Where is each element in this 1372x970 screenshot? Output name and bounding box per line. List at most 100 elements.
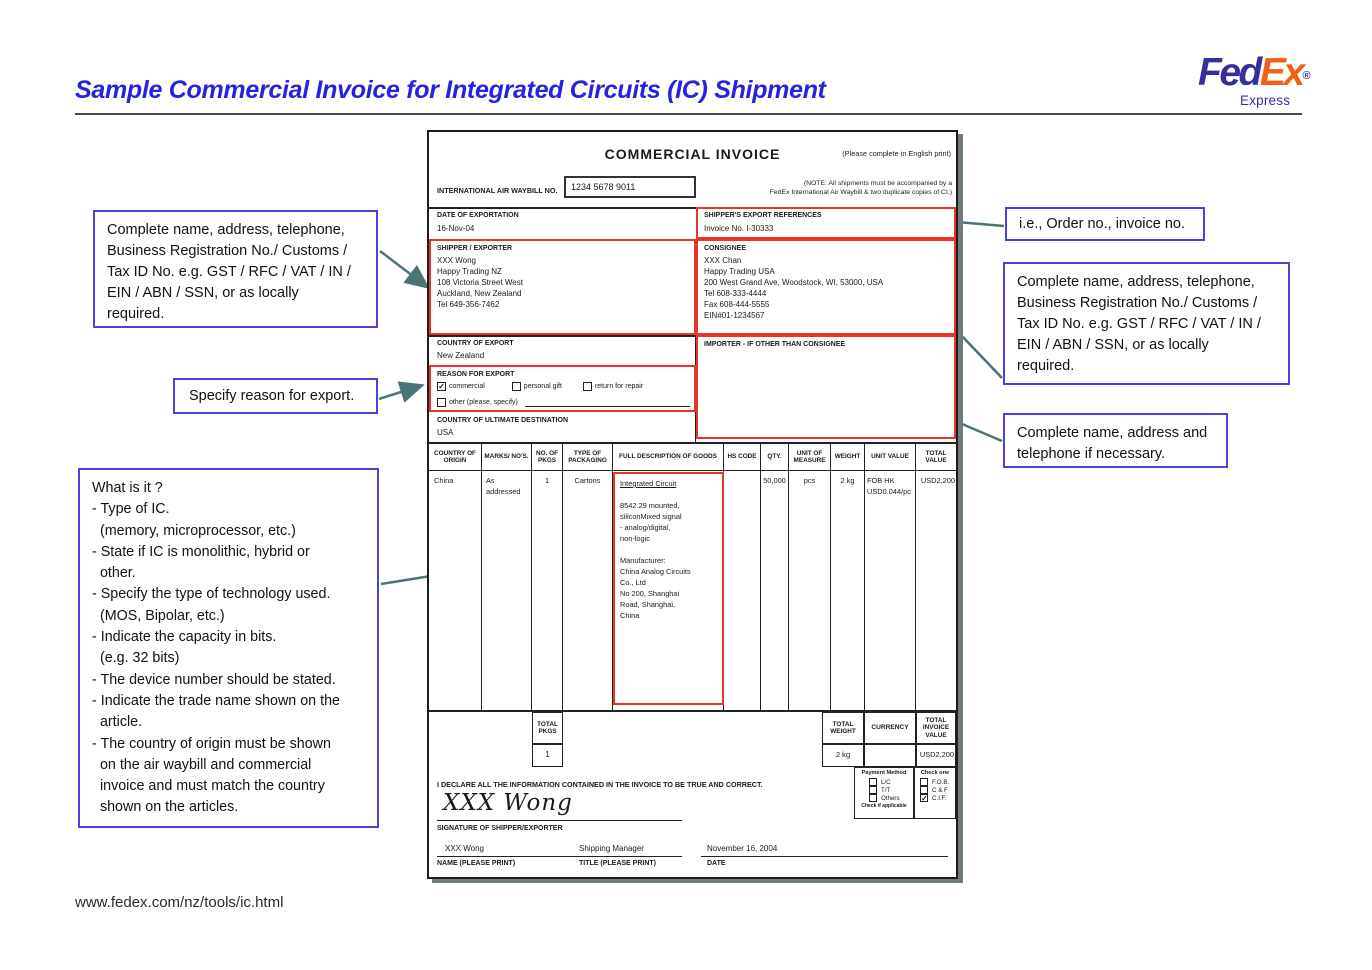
signature: XXX Wong [443,790,573,816]
total-invoice-value: USD2,200 [916,744,956,767]
col-header-description: FULL DESCRIPTION OF GOODS [613,444,724,470]
cell-type-of-packaging: Cartons [563,471,613,710]
checkbox-cif[interactable]: ✓ [920,794,928,803]
checkbox-tt-label: T/T [881,786,891,794]
section-divider [429,335,956,337]
description-manufacturer: Manufacturer: China Analog Circuits Co.,… [620,556,691,620]
section-divider [429,207,956,209]
fedex-logo-fed: Fed [1198,51,1262,94]
awb-label: INTERNATIONAL AIR WAYBILL NO. [437,186,558,195]
col-header-country-of-origin: COUNTRY OF ORIGIN [429,444,482,470]
date-value: November 16, 2004 [707,844,778,853]
other-specify-line[interactable] [524,399,690,407]
fedex-logo-ex: Ex [1259,51,1305,94]
col-header-unit-value: UNIT VALUE [865,444,916,470]
export-references-label: SHIPPER'S EXPORT REFERENCES [704,212,822,219]
cell-qty: 50,000 [761,471,789,710]
total-invoice-value-label: TOTAL INVOICE VALUE [916,712,956,744]
shipper-cell: SHIPPER / EXPORTER XXX Wong Happy Tradin… [429,239,696,335]
payment-method-box: Payment Method L/C T/T Others Check if a… [854,767,914,819]
signature-label: SIGNATURE OF SHIPPER/EXPORTER [437,825,563,832]
callout-what-is-it: What is it ? - Type of IC. (memory, micr… [78,468,379,828]
table-bottom-border [429,710,956,712]
checkbox-cif-label: C.I.F. [932,794,947,802]
commercial-invoice-sheet: COMMERCIAL INVOICE (Please complete in E… [427,130,958,879]
declaration-text: I DECLARE ALL THE INFORMATION CONTAINED … [437,780,763,789]
consignee-cell: CONSIGNEE XXX Chan Happy Trading USA 200… [696,239,956,335]
date-of-exportation-cell: DATE OF EXPORTATION 16-Nov-04 [429,207,696,239]
check-one-box: Check one F.O.B. C & F ✓ C.I.F. [914,767,956,819]
invoice-title: COMMERCIAL INVOICE [604,146,781,162]
col-header-total-value: TOTAL VALUE [925,449,947,465]
date-of-exportation-label: DATE OF EXPORTATION [437,212,519,219]
currency-value[interactable] [864,744,916,767]
callout-shipper-info: Complete name, address, telephone, Busin… [93,210,378,328]
cell-hs-code [724,471,761,710]
arrow-to-reason [378,381,425,403]
cell-no-of-pkgs: 1 [532,471,563,710]
callout-reason-for-export: Specify reason for export. [173,378,378,414]
cell-weight: 2 kg [831,471,865,710]
checkbox-return-for-repair[interactable] [582,382,592,391]
table-top-border [429,442,956,444]
checkbox-other[interactable] [437,398,446,407]
checkbox-cf[interactable] [920,786,928,794]
arrow-to-shipper [379,250,430,290]
checkbox-commercial[interactable]: ✓ [437,382,446,391]
export-references-value: Invoice No. I-30333 [704,224,774,233]
signature-line [437,820,682,821]
name-title-line [437,856,682,857]
checkbox-cf-label: C & F [932,786,948,794]
checkbox-fob[interactable] [920,778,928,786]
checkbox-tt[interactable] [869,786,877,794]
checkbox-return-for-repair-label: return for repair [594,383,644,390]
consignee-address: XXX Chan Happy Trading USA 200 West Gran… [704,256,884,320]
footer-url: www.fedex.com/nz/tools/ic.html [75,894,284,911]
checkbox-fob-label: F.O.B. [932,778,950,786]
total-weight-value: 2 kg [822,744,864,767]
registered-trademark-icon: ® [1302,70,1311,82]
currency-label: CURRENCY [864,712,916,744]
cell-unit-value: FOB HK USD0.044/pc [865,471,916,710]
fedex-logo: FedEx® [1198,53,1311,96]
printed-name-value: XXX Wong [445,844,484,853]
reason-for-export-cell: REASON FOR EXPORT ✓ commercial personal … [429,365,696,412]
invoice-note: (NOTE: All shipments must be accompanied… [769,180,952,196]
awb-value-field[interactable]: 1234 5678 9011 [564,176,696,198]
fedex-logo-express: Express [1240,93,1291,108]
printed-name-label: NAME (PLEASE PRINT) [437,860,516,867]
printed-title-label: TITLE (PLEASE PRINT) [579,860,656,867]
table-header-bottom-border [429,470,956,471]
check-one-label: Check one [920,770,950,776]
date-of-exportation-value: 16-Nov-04 [437,224,475,233]
checkbox-personal-gift-label: personal gift [523,383,562,390]
payment-method-label: Payment Method [861,770,907,776]
payment-method-hint: Check if applicable [861,803,907,809]
shipper-label: SHIPPER / EXPORTER [437,245,513,252]
total-weight-label: TOTAL WEIGHT [822,712,864,744]
country-of-export-label: COUNTRY OF EXPORT [437,340,514,347]
printed-title-value: Shipping Manager [579,844,644,853]
description-highlight-box: Integrated Circuit 8542.29 mounted, sili… [613,472,724,705]
col-header-no-of-pkgs: NO. OF PKGS [532,444,563,470]
checkbox-others[interactable] [869,794,877,802]
page-title: Sample Commercial Invoice for Integrated… [75,76,826,104]
cell-marks: As addressed [482,471,532,710]
checkbox-personal-gift[interactable] [511,382,521,391]
checkbox-lc[interactable] [869,778,877,786]
col-header-type-of-packaging: TYPE OF PACKAGING [563,444,613,470]
table-header-row: COUNTRY OF ORIGIN MARKS/ NO'S. NO. OF PK… [429,444,956,470]
description-body: 8542.29 mounted, siliconMixed signal - a… [620,501,682,543]
checkbox-commercial-label: commercial [449,383,485,390]
callout-consignee-info: Complete name, address, telephone, Busin… [1003,262,1290,385]
shipper-address: XXX Wong Happy Trading NZ 108 Victoria S… [437,256,523,309]
date-label: DATE [707,860,726,867]
total-pkgs-label: TOTAL PKGS [532,712,563,744]
ultimate-destination-value: USA [437,428,454,437]
table-body-row: China As addressed 1 Cartons 50,000 pcs … [429,471,956,710]
invoice-subtitle: (Please complete in English print) [842,149,951,158]
date-line [701,856,948,857]
export-references-cell: SHIPPER'S EXPORT REFERENCES Invoice No. … [696,207,956,239]
country-of-export-value: New Zealand [437,351,485,360]
